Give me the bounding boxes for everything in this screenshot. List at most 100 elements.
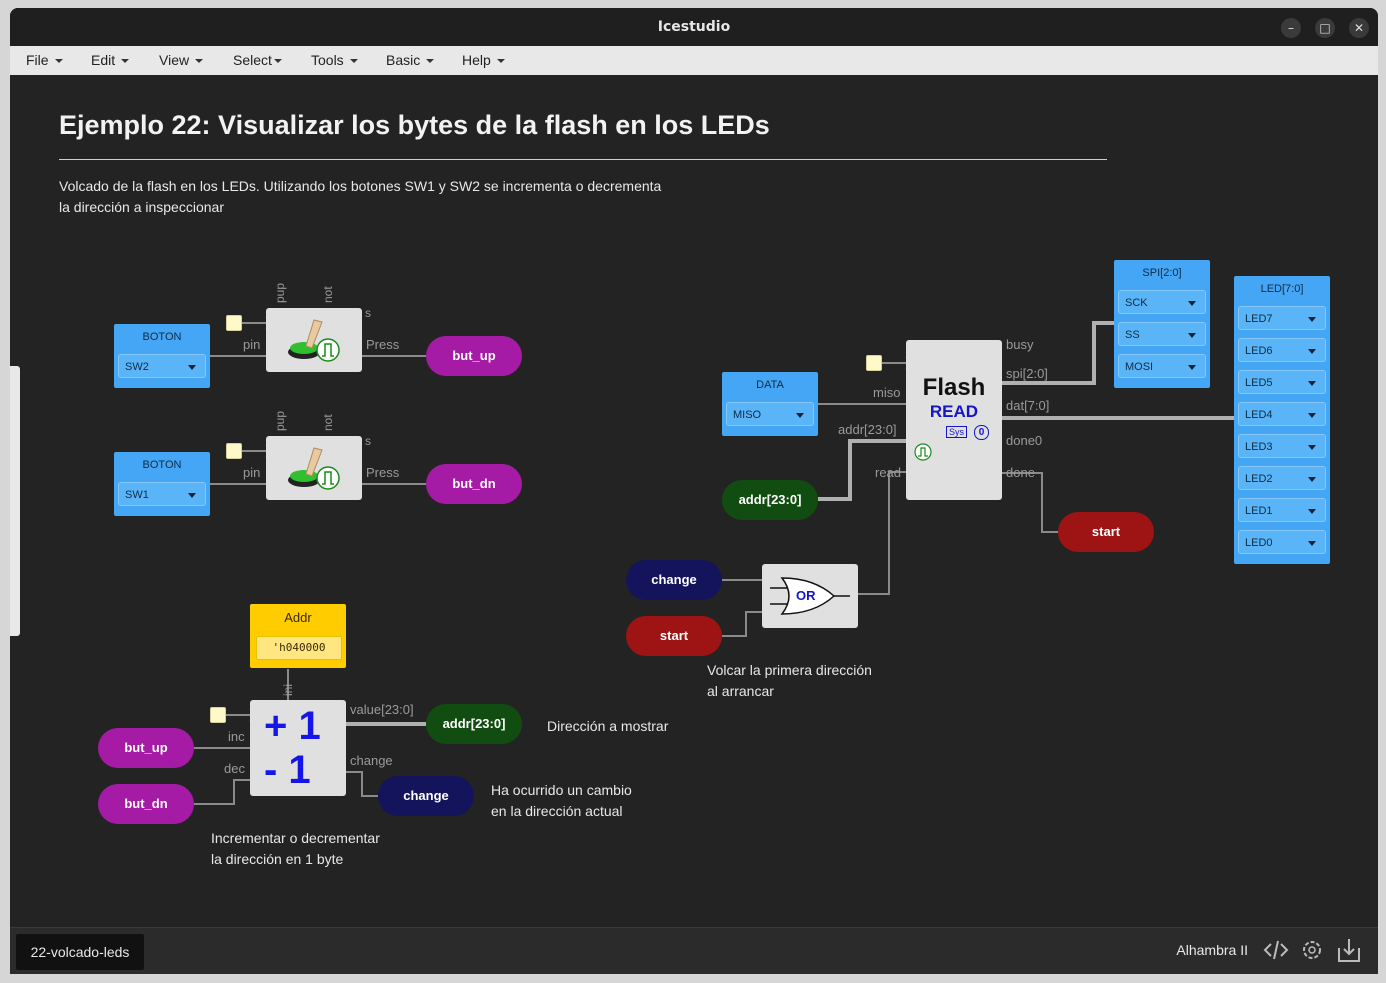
chevron-down-icon (54, 59, 63, 64)
pin-label: SS (1125, 329, 1140, 341)
output-start[interactable]: start (1058, 512, 1154, 552)
output-spi[interactable]: SPI[2:0] SCK SS MOSI (1114, 260, 1210, 388)
design-canvas[interactable]: Ejemplo 22: Visualizar los bytes de la f… (10, 75, 1378, 927)
build-gear-icon[interactable] (1299, 936, 1325, 964)
menu-tools[interactable]: Tools (311, 52, 358, 68)
input-addr[interactable]: addr[23:0] (722, 480, 818, 520)
pin-select-sck[interactable]: SCK (1118, 290, 1206, 314)
file-tab[interactable]: 22-volcado-leds (16, 934, 144, 970)
decrement-label: - 1 (264, 748, 311, 792)
note-change: Ha ocurrido un cambio en la dirección ac… (491, 780, 632, 822)
pin-select-mosi[interactable]: MOSI (1118, 354, 1206, 378)
button-block[interactable] (266, 308, 362, 372)
clock-input[interactable] (226, 443, 242, 459)
pin-select-miso[interactable]: MISO (726, 402, 814, 426)
title-divider (59, 159, 1107, 160)
pin-select-led6[interactable]: LED6 (1238, 338, 1326, 362)
input-start[interactable]: start (626, 616, 722, 656)
button-block[interactable] (266, 436, 362, 500)
pin-select-ss[interactable]: SS (1118, 322, 1206, 346)
description-line-1: Volcado de la flash en los LEDs. Utiliza… (59, 178, 662, 194)
menu-help[interactable]: Help (462, 52, 505, 68)
menu-view-label: View (159, 52, 190, 68)
title-bar: Icestudio – □ ✕ (10, 8, 1378, 46)
menu-edit[interactable]: Edit (91, 52, 130, 68)
pin-label: SCK (1125, 297, 1148, 309)
pin-label: LED1 (1245, 505, 1273, 517)
menu-view[interactable]: View (159, 52, 204, 68)
pin-select-led3[interactable]: LED3 (1238, 434, 1326, 458)
flash-read-block[interactable]: Flash READ Sys 0 (906, 340, 1002, 500)
menu-select[interactable]: Select (233, 52, 282, 68)
sys-badge: Sys (946, 426, 968, 438)
minimize-icon[interactable]: – (1281, 18, 1301, 38)
pin-select-led7[interactable]: LED7 (1238, 306, 1326, 330)
port-label: dat[7:0] (1006, 398, 1050, 413)
input-but-up[interactable]: but_up (98, 728, 194, 768)
chevron-down-icon (1308, 509, 1316, 514)
port-label: pin (243, 337, 261, 352)
param-label: not (321, 414, 335, 431)
port-label: done0 (1006, 433, 1043, 448)
clock-input[interactable] (226, 315, 242, 331)
wire (722, 611, 762, 637)
menu-tools-label: Tools (311, 52, 344, 68)
output-addr[interactable]: addr[23:0] (426, 704, 522, 744)
chevron-down-icon (1308, 413, 1316, 418)
chevron-down-icon (1308, 445, 1316, 450)
code-icon[interactable] (1263, 936, 1289, 964)
output-but-dn[interactable]: but_dn (426, 464, 522, 504)
input-boton-sw2[interactable]: BOTON SW2 (114, 324, 210, 388)
pin-select-led0[interactable]: LED0 (1238, 530, 1326, 554)
close-icon[interactable]: ✕ (1349, 18, 1369, 38)
chevron-down-icon (188, 365, 196, 370)
param-label: pup (273, 282, 287, 303)
pin-select-sw2[interactable]: SW2 (118, 354, 206, 378)
port-label: s (365, 434, 371, 448)
note-or: Volcar la primera dirección al arrancar (707, 660, 872, 702)
counter-badge: 0 (974, 425, 989, 440)
note-counter: Incrementar o decrementar la dirección e… (211, 828, 380, 870)
side-panel-handle[interactable] (10, 366, 20, 636)
constant-addr[interactable]: Addr 'h040000 (250, 604, 346, 668)
chevron-down-icon (349, 59, 358, 64)
output-change[interactable]: change (378, 776, 474, 816)
maximize-icon[interactable]: □ (1315, 18, 1335, 38)
input-change[interactable]: change (626, 560, 722, 600)
bus-wire (818, 439, 906, 501)
menu-file[interactable]: File (26, 52, 63, 68)
app-window: Icestudio – □ ✕ File Edit View Select To… (10, 8, 1378, 974)
input-data-miso[interactable]: DATA MISO (722, 372, 818, 436)
note-line: al arrancar (707, 683, 774, 699)
pin-label: LED7 (1245, 313, 1273, 325)
status-bar: 22-volcado-leds Alhambra II (10, 927, 1378, 974)
pin-select-led1[interactable]: LED1 (1238, 498, 1326, 522)
io-title: SPI[2:0] (1142, 267, 1182, 279)
pin-select-led2[interactable]: LED2 (1238, 466, 1326, 490)
input-boton-sw1[interactable]: BOTON SW1 (114, 452, 210, 516)
increment-label: + 1 (264, 704, 321, 748)
pin-select-led5[interactable]: LED5 (1238, 370, 1326, 394)
constant-value-field[interactable]: 'h040000 (256, 636, 342, 660)
clock-input[interactable] (866, 355, 882, 371)
chevron-down-icon (1308, 477, 1316, 482)
board-name[interactable]: Alhambra II (1176, 942, 1248, 958)
menu-basic-label: Basic (386, 52, 421, 68)
output-leds[interactable]: LED[7:0] LED7 LED6 LED5 LED4 LED3 LED2 L… (1234, 276, 1330, 564)
chevron-down-icon (1308, 381, 1316, 386)
menu-basic[interactable]: Basic (386, 52, 435, 68)
or-gate-block[interactable]: OR (762, 564, 858, 628)
counter-block[interactable]: + 1 - 1 (250, 700, 346, 796)
upload-icon[interactable] (1336, 936, 1362, 964)
pin-select-sw1[interactable]: SW1 (118, 482, 206, 506)
or-gate-icon (770, 577, 850, 615)
pin-label: LED3 (1245, 441, 1273, 453)
constant-title: Addr (284, 610, 312, 625)
input-but-dn[interactable]: but_dn (98, 784, 194, 824)
chevron-down-icon (1308, 541, 1316, 546)
pin-select-led4[interactable]: LED4 (1238, 402, 1326, 426)
window-title: Icestudio (657, 19, 731, 35)
clock-input[interactable] (210, 707, 226, 723)
output-but-up[interactable]: but_up (426, 336, 522, 376)
pin-label: SW1 (125, 489, 149, 501)
